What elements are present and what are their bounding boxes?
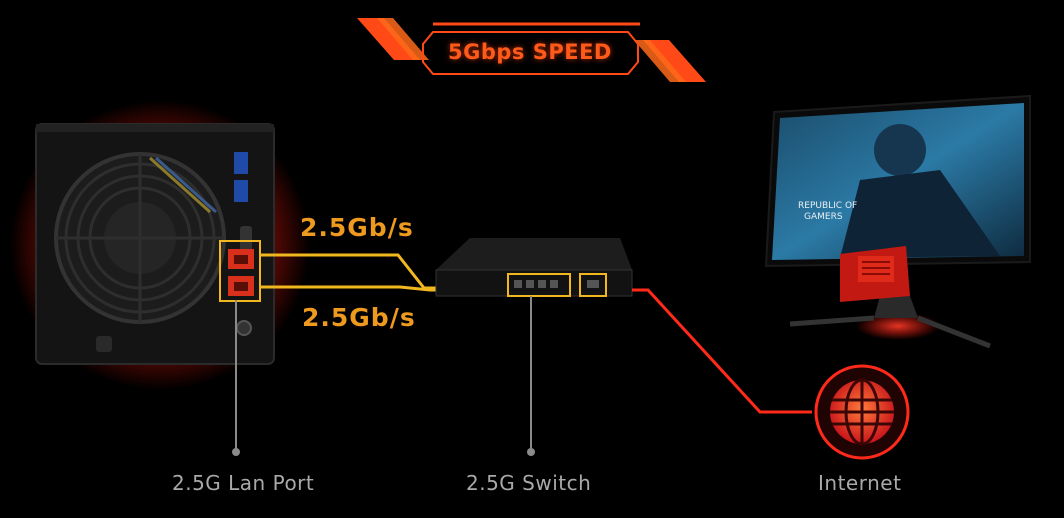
- speed-header-frame: [357, 18, 706, 82]
- nas-lan-ports: [219, 240, 261, 302]
- lower-link-rate: 2.5Gb/s: [302, 303, 416, 332]
- usb-port: [234, 180, 248, 202]
- caption-leaders: [232, 296, 535, 456]
- lock-slot: [96, 336, 112, 352]
- gaming-monitor: REPUBLIC OF GAMERS: [764, 94, 1031, 349]
- power-button: [236, 320, 252, 336]
- switch-uplinks: [606, 283, 840, 414]
- monitor-brand-line2: GAMERS: [804, 212, 843, 222]
- upper-link-rate: 2.5Gb/s: [300, 213, 414, 242]
- internet-caption: Internet: [818, 471, 902, 495]
- usb-port: [234, 152, 248, 174]
- nas-lan-port-caption: 2.5G Lan Port: [172, 471, 315, 495]
- monitor-brand-line1: REPUBLIC OF: [798, 201, 857, 211]
- ethernet-port-icon: [228, 249, 254, 269]
- network-switch: [435, 238, 633, 297]
- nas-device: [35, 123, 275, 365]
- switch-port-group: [507, 273, 571, 297]
- globe-icon: [814, 364, 910, 460]
- speed-title: 5Gbps SPEED: [448, 40, 612, 64]
- switch-caption: 2.5G Switch: [466, 471, 592, 495]
- ethernet-port-icon: [228, 276, 254, 296]
- fan-icon: [54, 152, 226, 324]
